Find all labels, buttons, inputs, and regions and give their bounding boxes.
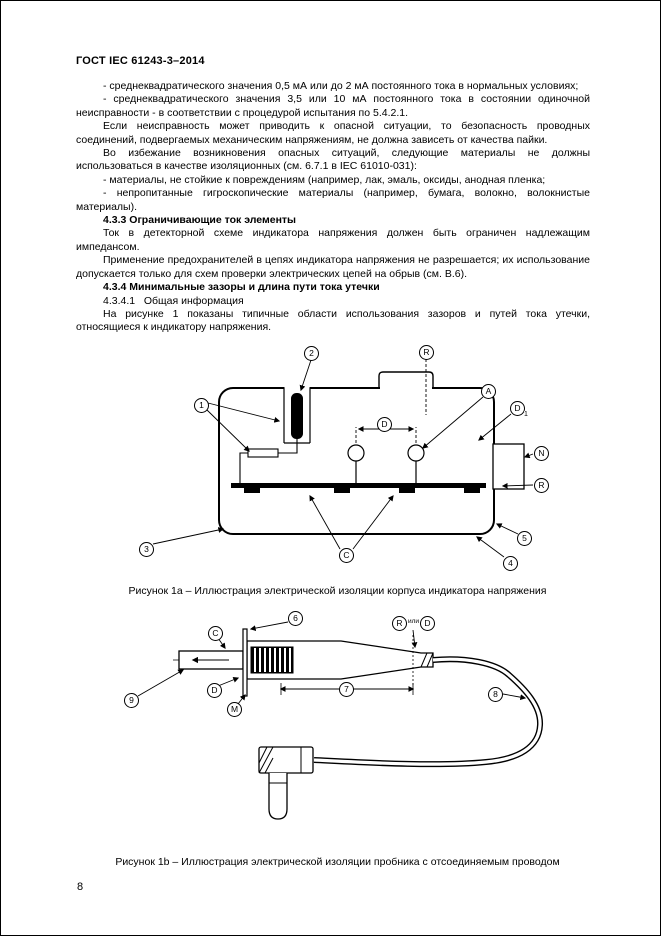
figure-label-3: 3	[139, 542, 154, 557]
side-connector	[492, 443, 525, 490]
figure-label-a: A	[481, 384, 496, 399]
paragraph: Применение предохранителей в цепях индик…	[76, 254, 590, 280]
figure-1a-diagram	[152, 359, 534, 558]
leader-lines	[137, 621, 527, 705]
guard-flange	[242, 628, 248, 697]
figure-label-r: R	[392, 616, 407, 631]
indicator-lamps	[347, 444, 425, 483]
cable	[313, 656, 543, 768]
figure-label-2: 2	[304, 346, 319, 361]
figure-label-r-top: R	[419, 345, 434, 360]
page-number: 8	[77, 881, 84, 893]
figure-label-r-right: R	[534, 478, 549, 493]
paragraph: - среднеквадратического значения 0,5 мА …	[103, 80, 579, 92]
paragraph: - материалы, не стойкие к повреждениям (…	[103, 173, 546, 186]
figure-label-c: C	[208, 626, 223, 641]
figure-label-7: 7	[339, 682, 354, 697]
figure-label-9: 9	[124, 693, 139, 708]
detachable-connector	[258, 746, 314, 820]
figure-1a-caption: Рисунок 1а – Иллюстрация электрической и…	[128, 585, 547, 597]
pcb-board	[231, 483, 486, 493]
body-text: - среднеквадратического значения 0,5 мА …	[76, 80, 590, 335]
leader-lines	[152, 359, 534, 558]
dimension-7	[279, 683, 415, 695]
figure-label-or-text: или	[407, 618, 421, 626]
paragraph: - среднеквадратического значения 3,5 или…	[76, 93, 590, 119]
paragraph: Ток в детекторной схеме индикатора напря…	[76, 227, 590, 253]
section-heading-4-3-4-1: 4.3.4.1 Общая информация	[103, 294, 244, 307]
probe-tip	[178, 650, 244, 670]
paragraph: - непропитанные гигроскопические материа…	[76, 187, 590, 213]
document-code: ГОСТ IEC 61243-3–2014	[76, 55, 205, 67]
figure-1a: 1 2 R A D 1 N R D 3 C 5 4	[126, 343, 566, 583]
figure-label-d1: D	[510, 401, 525, 416]
section-heading-4-3-3: 4.3.3 Ограничивающие ток элементы	[103, 214, 297, 227]
figure-label-6: 6	[288, 611, 303, 626]
internal-component	[239, 439, 298, 483]
grip-block	[250, 646, 294, 674]
section-heading-4-3-4: 4.3.4 Минимальные зазоры и длина пути то…	[103, 281, 380, 294]
figure-label-d-bottom: D	[207, 683, 222, 698]
figure-label-4: 4	[503, 556, 518, 571]
figure-1b: 6 C R или D 9 D M 7 8	[111, 611, 571, 841]
figure-label-d1-subscript: 1	[524, 411, 528, 418]
figure-label-d: D	[377, 417, 392, 432]
figure-label-c: C	[339, 548, 354, 563]
paragraph: На рисунке 1 показаны типичные области и…	[76, 307, 590, 334]
figure-label-m: M	[227, 702, 242, 717]
figure-label-8: 8	[488, 687, 503, 702]
paragraph: Во избежание возникновения опасных ситуа…	[76, 147, 590, 173]
figure-1b-caption: Рисунок 1b – Иллюстрация электрической и…	[115, 856, 560, 868]
figure-label-n: N	[534, 446, 549, 461]
electrode	[291, 393, 303, 439]
raised-section	[378, 359, 434, 415]
figure-1b-diagram	[137, 621, 543, 820]
figure-label-1: 1	[194, 398, 209, 413]
figure-label-5: 5	[517, 531, 532, 546]
paragraph: Если неисправность может приводить к опа…	[76, 120, 590, 146]
figure-label-d-top: D	[420, 616, 435, 631]
